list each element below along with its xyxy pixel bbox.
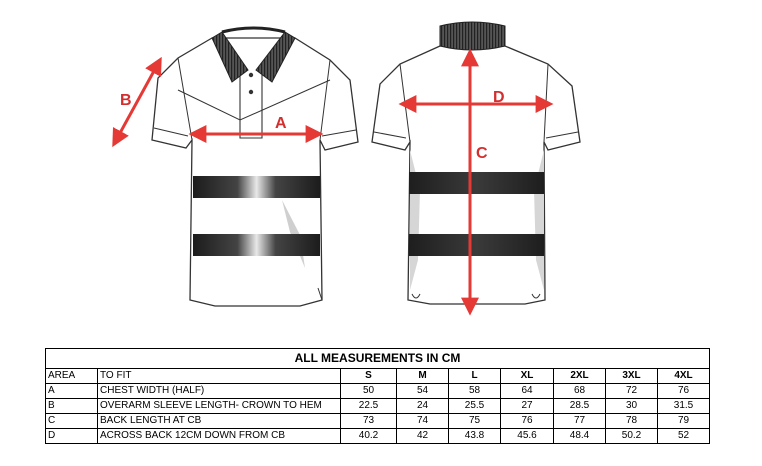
header-size: 3XL [605,368,658,384]
front-button [248,72,254,78]
table-title-row: ALL MEASUREMENTS IN CM [45,348,710,369]
header-size: XL [500,368,554,384]
row-value: 76 [500,413,554,429]
row-area: B [45,398,98,414]
row-to-fit: ACROSS BACK 12CM DOWN FROM CB [97,428,341,444]
table-row: C BACK LENGTH AT CB 73 74 75 76 77 78 79 [45,413,710,429]
row-value: 40.2 [340,428,397,444]
header-area: AREA [45,368,98,384]
front-collar-right [255,31,296,83]
back-sleeve-cuff-right [545,131,579,139]
table-title: ALL MEASUREMENTS IN CM [45,348,710,369]
front-shirt-body [151,37,359,307]
row-value: 25.5 [448,398,501,414]
back-collar [439,21,506,51]
table-header-row: AREA TO FIT S M L XL 2XL 3XL 4XL [45,368,710,384]
table-row: B OVERARM SLEEVE LENGTH- CROWN TO HEM 22… [45,398,710,414]
header-size: M [396,368,449,384]
row-value: 78 [605,413,658,429]
row-value: 64 [500,383,554,399]
row-area: D [45,428,98,444]
row-value: 79 [657,413,710,429]
row-value: 76 [657,383,710,399]
measurement-arrows [112,48,554,316]
front-button [248,89,254,95]
row-value: 24 [396,398,449,414]
label-d: D [493,89,505,106]
back-hem-vent-right [531,293,541,299]
back-reflective-stripe-upper [409,172,544,194]
measurement-table: ALL MEASUREMENTS IN CM AREA TO FIT S M L… [45,348,710,444]
header-size: S [340,368,397,384]
front-reflective-stripe-upper [193,176,320,198]
row-value: 28.5 [553,398,606,414]
row-value: 31.5 [657,398,710,414]
back-shirt [371,21,581,305]
row-value: 50.2 [605,428,658,444]
row-value: 50 [340,383,397,399]
front-hem-vent [317,287,323,301]
size-guide-diagram: B A D C [112,21,581,316]
back-hem-vent-left [411,293,421,299]
row-value: 30 [605,398,658,414]
front-reflective-stripe-lower [193,234,320,256]
front-sleeve-cuff-right [321,129,357,137]
row-value: 27 [500,398,554,414]
front-collar-left [211,31,249,83]
row-value: 45.6 [500,428,554,444]
label-b: B [120,92,132,109]
header-size: 4XL [657,368,710,384]
back-reflective-stripe-lower [409,234,544,256]
table-row: A CHEST WIDTH (HALF) 50 54 58 64 68 72 7… [45,383,710,399]
arrow-b [112,56,162,148]
row-to-fit: BACK LENGTH AT CB [97,413,341,429]
row-value: 43.8 [448,428,501,444]
row-to-fit: CHEST WIDTH (HALF) [97,383,341,399]
front-collar-back [221,26,286,34]
row-value: 68 [553,383,606,399]
row-area: C [45,413,98,429]
row-value: 42 [396,428,449,444]
row-value: 74 [396,413,449,429]
row-value: 73 [340,413,397,429]
row-value: 52 [657,428,710,444]
row-value: 48.4 [553,428,606,444]
row-area: A [45,383,98,399]
row-value: 72 [605,383,658,399]
row-value: 54 [396,383,449,399]
row-value: 77 [553,413,606,429]
label-a: A [275,115,287,132]
table-row: D ACROSS BACK 12CM DOWN FROM CB 40.2 42 … [45,428,710,444]
row-value: 22.5 [340,398,397,414]
front-shirt [151,26,359,307]
header-to-fit: TO FIT [97,368,341,384]
label-c: C [476,145,488,162]
row-to-fit: OVERARM SLEEVE LENGTH- CROWN TO HEM [97,398,341,414]
row-value: 58 [448,383,501,399]
header-size: 2XL [553,368,606,384]
header-size: L [448,368,501,384]
row-value: 75 [448,413,501,429]
back-sleeve-cuff-left [373,131,407,139]
